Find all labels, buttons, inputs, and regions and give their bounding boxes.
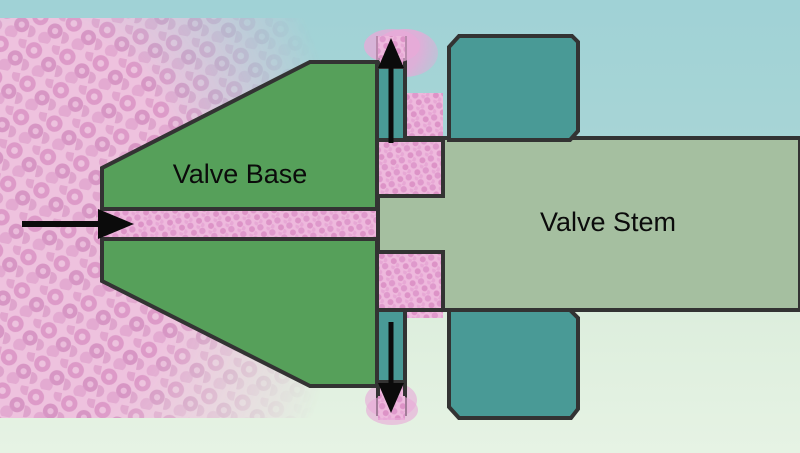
inflow-arrow-icon <box>22 209 134 239</box>
down-arrow-icon <box>378 322 404 413</box>
valve-base-label: Valve Base <box>173 159 308 189</box>
blood-channel-horizontal <box>96 209 380 239</box>
teal-block-bottom-right <box>447 308 580 420</box>
valve-base-upper <box>100 60 379 211</box>
teal-block-top-right <box>447 34 580 142</box>
valve-base-lower <box>100 237 379 388</box>
valve-stem-label: Valve Stem <box>540 207 676 237</box>
up-arrow-icon <box>378 38 404 143</box>
